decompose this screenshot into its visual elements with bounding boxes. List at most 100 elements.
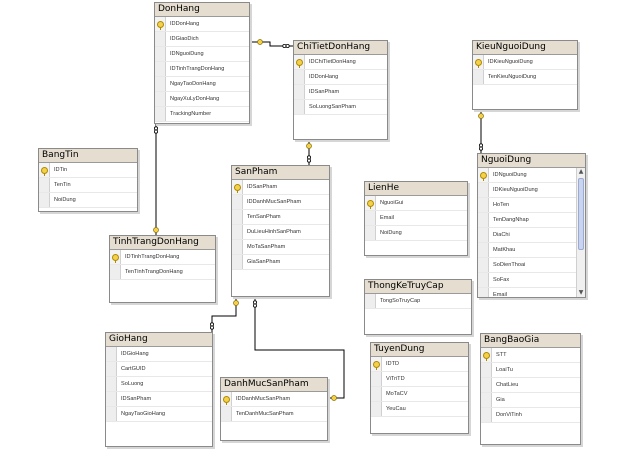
column-name: IDTinhTrangDonHang bbox=[125, 254, 180, 260]
column-row[interactable]: SoDienThoai bbox=[478, 258, 585, 273]
column-row[interactable]: IDDonHang bbox=[294, 70, 387, 85]
column-row[interactable]: IDNguoiDung bbox=[478, 168, 585, 183]
column-row[interactable]: IDSanPham bbox=[232, 180, 329, 195]
table-title[interactable]: ChiTietDonHang bbox=[294, 41, 387, 55]
column-row[interactable]: TenDangNhap bbox=[478, 213, 585, 228]
relationship-line[interactable] bbox=[250, 41, 293, 47]
table-title[interactable]: BangBaoGia bbox=[481, 334, 580, 348]
relationship-chi-tiet-don-hang-don-hang[interactable] bbox=[250, 39, 293, 49]
row-selector bbox=[106, 392, 117, 406]
scrollbar-thumb[interactable] bbox=[578, 178, 584, 250]
column-row[interactable]: NoiDung bbox=[365, 226, 467, 241]
relationship-chi-tiet-don-hang-san-pham[interactable] bbox=[306, 140, 312, 165]
column-row[interactable]: GiaSanPham bbox=[232, 255, 329, 270]
row-selector bbox=[106, 347, 117, 361]
relationship-don-hang-tinh-trang-don-hang[interactable] bbox=[153, 124, 159, 236]
column-row[interactable]: IDTinhTrangDonHang bbox=[155, 62, 249, 77]
column-row[interactable]: DuLieuHinhSanPham bbox=[232, 225, 329, 240]
column-row[interactable]: NgayXuLyDonHang bbox=[155, 92, 249, 107]
column-row[interactable]: TenTin bbox=[39, 178, 137, 193]
column-row[interactable]: DiaChi bbox=[478, 228, 585, 243]
column-row[interactable]: TenDanhMucSanPham bbox=[221, 407, 327, 422]
column-row[interactable]: DonViTinh bbox=[481, 408, 580, 423]
column-row[interactable]: IDNguoiDung bbox=[155, 47, 249, 62]
relationship-nguoi-dung-kieu-nguoi-dung[interactable] bbox=[478, 110, 484, 153]
scroll-down-icon[interactable]: ▼ bbox=[578, 289, 584, 296]
column-row[interactable]: SoLuongSanPham bbox=[294, 100, 387, 115]
column-row[interactable]: IDDanhMucSanPham bbox=[232, 195, 329, 210]
column-row[interactable]: IDChiTietDonHang bbox=[294, 55, 387, 70]
column-row[interactable]: IDGiaoDich bbox=[155, 32, 249, 47]
column-row[interactable]: ChatLieu bbox=[481, 378, 580, 393]
column-row[interactable]: TongSoTruyCap bbox=[365, 294, 471, 309]
table-title[interactable]: ThongKeTruyCap bbox=[365, 280, 471, 294]
column-row[interactable]: SoFax bbox=[478, 273, 585, 288]
column-row[interactable]: IDTin bbox=[39, 163, 137, 178]
column-row[interactable]: IDTD bbox=[371, 357, 468, 372]
column-row[interactable]: IDSanPham bbox=[294, 85, 387, 100]
column-row[interactable]: Email bbox=[365, 211, 467, 226]
column-row[interactable]: IDDonHang bbox=[155, 17, 249, 32]
column-row[interactable]: IDSanPham bbox=[106, 392, 212, 407]
column-name: IDTin bbox=[54, 167, 68, 173]
column-row[interactable]: MoTaSanPham bbox=[232, 240, 329, 255]
column-name: IDKieuNguoiDung bbox=[488, 59, 533, 65]
table-title[interactable]: TinhTrangDonHang bbox=[110, 236, 215, 250]
column-row[interactable]: IDKieuNguoiDung bbox=[473, 55, 577, 70]
column-row[interactable]: NgayTaoGioHang bbox=[106, 407, 212, 422]
table-title[interactable]: LienHe bbox=[365, 182, 467, 196]
column-name: IDDanhMucSanPham bbox=[236, 396, 291, 402]
column-row[interactable]: TenKieuNguoiDung bbox=[473, 70, 577, 85]
column-name: MoTaSanPham bbox=[247, 244, 286, 250]
column-row[interactable]: TrackingNumber bbox=[155, 107, 249, 122]
column-row[interactable]: NoiDung bbox=[39, 193, 137, 208]
column-row[interactable]: IDDanhMucSanPham bbox=[221, 392, 327, 407]
column-row[interactable]: Gia bbox=[481, 393, 580, 408]
column-name: DiaChi bbox=[493, 232, 510, 238]
column-row[interactable]: Email bbox=[478, 288, 585, 297]
column-row[interactable]: NguoiGui bbox=[365, 196, 467, 211]
column-row[interactable]: IDGioHang bbox=[106, 347, 212, 362]
column-row[interactable]: ViTriTD bbox=[371, 372, 468, 387]
column-name: IDTinhTrangDonHang bbox=[170, 66, 225, 72]
table-title[interactable]: DanhMucSanPham bbox=[221, 378, 327, 392]
column-row[interactable]: MatKhau bbox=[478, 243, 585, 258]
column-row[interactable]: IDTinhTrangDonHang bbox=[110, 250, 215, 265]
column-row[interactable]: SoLuong bbox=[106, 377, 212, 392]
column-row[interactable]: IDKieuNguoiDung bbox=[478, 183, 585, 198]
table-title[interactable]: DonHang bbox=[155, 3, 249, 17]
column-row[interactable]: MoTaCV bbox=[371, 387, 468, 402]
table-title[interactable]: TuyenDung bbox=[371, 343, 468, 357]
scroll-up-icon[interactable]: ▲ bbox=[578, 168, 584, 175]
column-row[interactable]: HoTen bbox=[478, 198, 585, 213]
column-row[interactable]: TenSanPham bbox=[232, 210, 329, 225]
table-title[interactable]: KieuNguoiDung bbox=[473, 41, 577, 55]
column-row[interactable]: YeuCau bbox=[371, 402, 468, 417]
column-row[interactable]: TenTinhTrangDonHang bbox=[110, 265, 215, 280]
table-title[interactable]: BangTin bbox=[39, 149, 137, 163]
column-row[interactable]: CartGUID bbox=[106, 362, 212, 377]
table-title[interactable]: SanPham bbox=[232, 166, 329, 180]
row-selector bbox=[478, 243, 489, 257]
table-title[interactable]: NguoiDung bbox=[478, 154, 585, 168]
column-row[interactable]: STT bbox=[481, 348, 580, 363]
column-row[interactable]: LoaiTu bbox=[481, 363, 580, 378]
table-title[interactable]: GioHang bbox=[106, 333, 212, 347]
vertical-scrollbar[interactable]: ▲▼ bbox=[576, 168, 585, 297]
column-row[interactable]: NgayTaoDonHang bbox=[155, 77, 249, 92]
column-name: IDTD bbox=[386, 361, 400, 367]
